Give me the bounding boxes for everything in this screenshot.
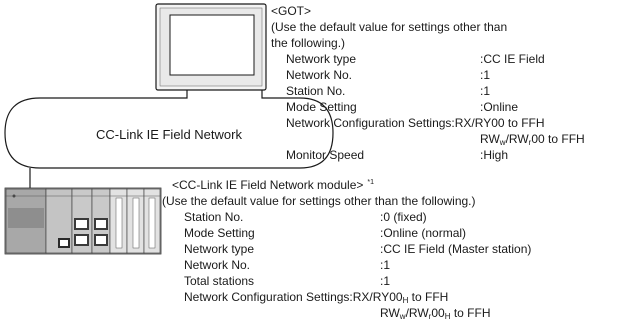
got-setting-value: :1	[480, 84, 490, 98]
got-device	[155, 3, 267, 91]
got-setting-label: Monitor Speed	[286, 148, 364, 162]
module-setting-value: :1	[380, 258, 390, 272]
plc-rack	[4, 187, 162, 255]
got-netconf-label: Network Configuration Settings:	[286, 116, 455, 130]
got-screen	[169, 14, 255, 76]
got-setting-value: :Online	[480, 100, 518, 114]
module-footnote: *1	[367, 179, 374, 186]
module-heading-line: <CC-Link IE Field Network module> *1	[172, 178, 374, 192]
module-setting-label: Mode Setting	[184, 226, 255, 240]
got-setting-label: Network No.	[286, 68, 352, 82]
module-setting-value: :0 (fixed)	[380, 210, 427, 224]
module-setting-label: Network No.	[184, 258, 250, 272]
got-rx-value: RX/RY00 to FFH	[455, 116, 545, 130]
got-intro-line2: the following.)	[271, 36, 345, 50]
module-rx-h-sub: H	[403, 296, 409, 305]
module-rw-h-sub: H	[445, 312, 451, 321]
module-rw-sub-w: w	[399, 312, 406, 321]
got-heading: <GOT>	[271, 4, 311, 18]
got-netconf-line: Network Configuration Settings:RX/RY00 t…	[286, 116, 545, 130]
got-rw-sub-w: w	[499, 138, 506, 147]
module-heading: <CC-Link IE Field Network module>	[172, 178, 363, 192]
module-netconf-line: Network Configuration Settings:RX/RY00H …	[184, 290, 448, 305]
module-rw-sub-r: r	[429, 312, 432, 321]
module-intro: (Use the default value for settings othe…	[162, 194, 476, 208]
module-setting-value: :1	[380, 274, 390, 288]
network-cable	[4, 88, 334, 169]
module-setting-label: Total stations	[184, 274, 254, 288]
got-setting-label: Station No.	[286, 84, 345, 98]
module-setting-value: :Online (normal)	[380, 226, 466, 240]
network-label: CC-Link IE Field Network	[96, 127, 242, 142]
module-rw-line: RWw/RWr00H to FFH	[380, 306, 491, 321]
module-rw-prefix: RW	[380, 306, 400, 320]
got-rw-line: RWw/RWr00 to FFH	[480, 132, 585, 147]
got-setting-value: :CC IE Field	[480, 52, 545, 66]
module-setting-value: :CC IE Field (Master station)	[380, 242, 531, 256]
got-setting-value: :High	[480, 148, 508, 162]
module-rw-mid2: 00	[431, 306, 445, 320]
got-setting-label: Mode Setting	[286, 100, 357, 114]
module-rw-suffix: to FFH	[450, 306, 490, 320]
got-setting-label: Network type	[286, 52, 356, 66]
module-setting-label: Network type	[184, 242, 254, 256]
got-rw-suffix: 00 to FFH	[531, 132, 584, 146]
got-settings-block: <GOT> (Use the default value for setting…	[271, 4, 585, 162]
module-rx-prefix: RX/RY00	[353, 290, 403, 304]
module-netconf-label: Network Configuration Settings:	[184, 290, 353, 304]
got-setting-value: :1	[480, 68, 490, 82]
module-rx-suffix: to FFH	[408, 290, 448, 304]
got-intro-line1: (Use the default value for settings othe…	[271, 20, 507, 34]
got-rw-prefix: RW	[480, 132, 500, 146]
module-rw-mid: /RW	[406, 306, 430, 320]
module-setting-label: Station No.	[184, 210, 243, 224]
module-settings-block: <CC-Link IE Field Network module> *1 (Use…	[162, 178, 531, 321]
got-rw-mid: /RW	[506, 132, 530, 146]
got-rw-sub-r: r	[529, 138, 532, 147]
